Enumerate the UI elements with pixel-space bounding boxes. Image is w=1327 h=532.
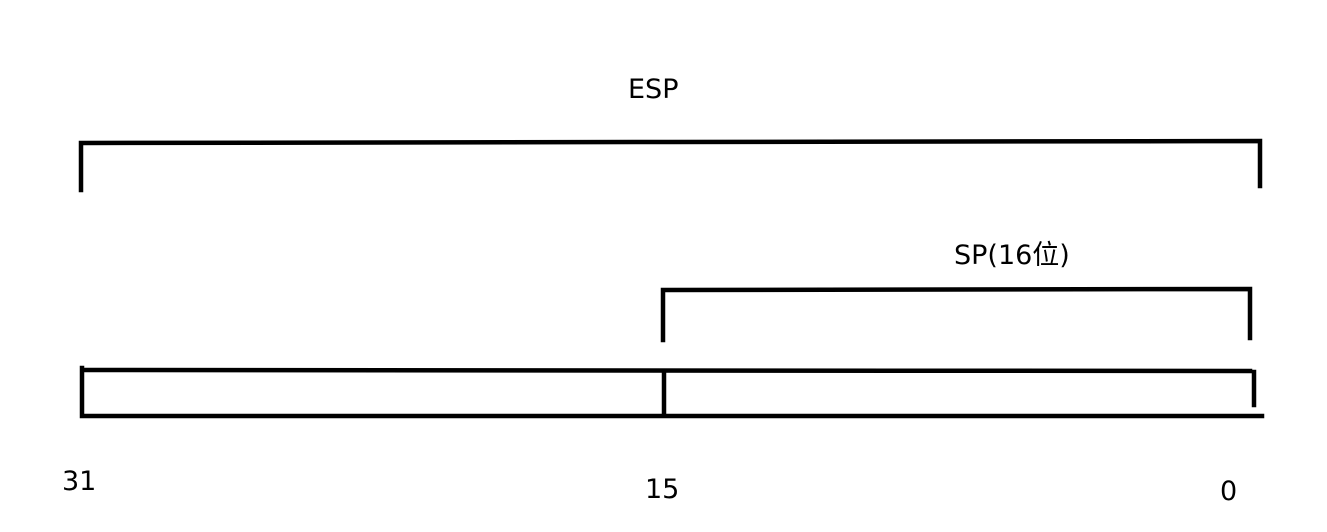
esp-bracket: [78, 138, 1263, 193]
esp-label: ESP: [628, 74, 679, 105]
bit-0-label: 0: [1220, 476, 1238, 507]
sp-label: SP(16位): [954, 240, 1070, 271]
bit-15-label: 15: [645, 474, 680, 505]
register-box-outline: [79, 365, 1265, 419]
sp-bracket: [660, 286, 1253, 343]
register-box-top-edge: [81, 367, 1253, 374]
bit-31-label: 31: [62, 466, 97, 497]
